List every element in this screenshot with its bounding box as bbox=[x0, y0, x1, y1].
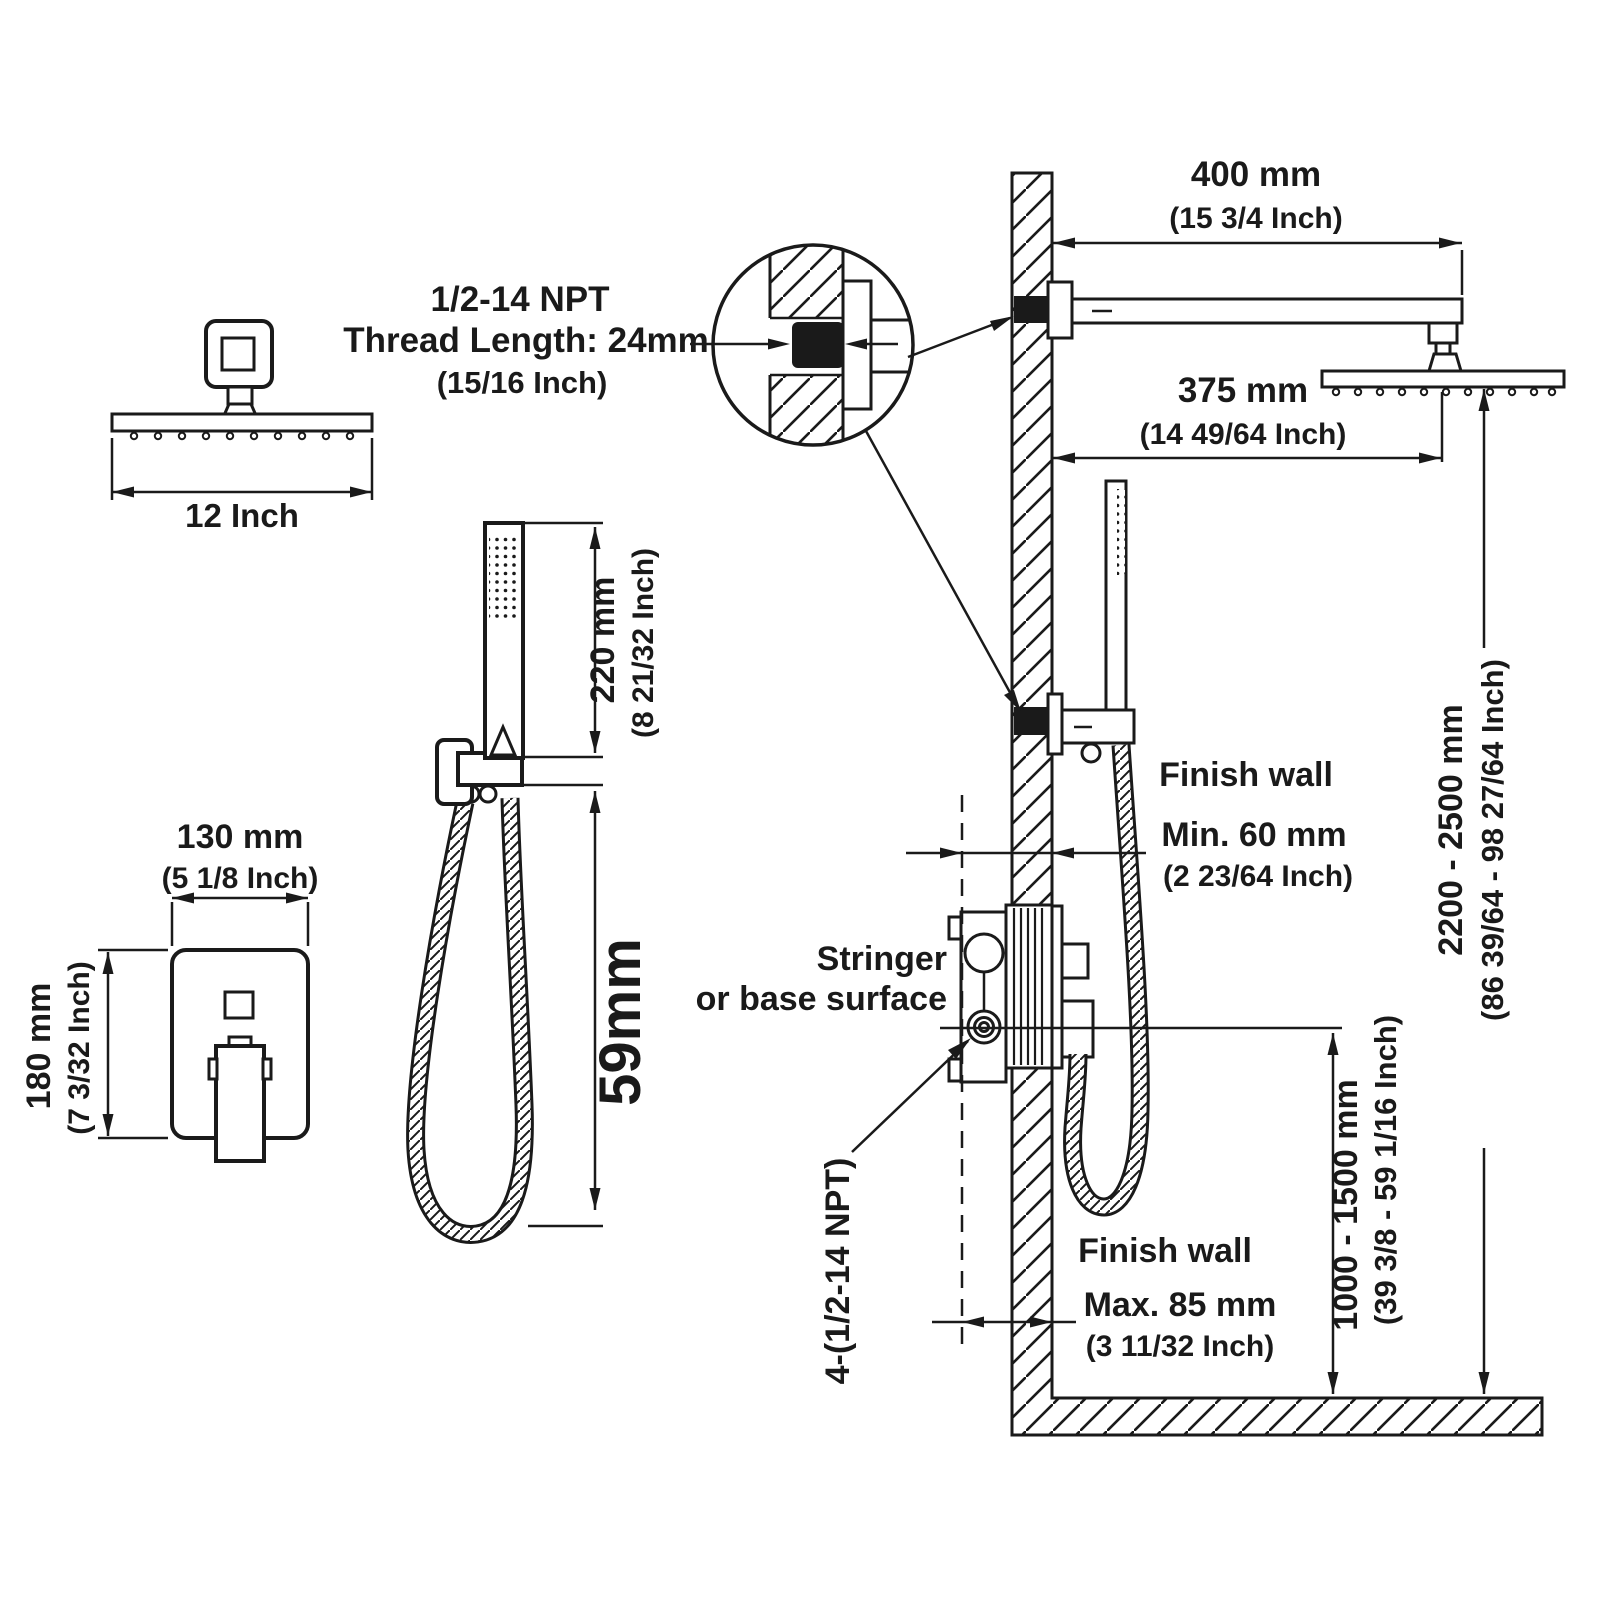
label-stringer-line1: Stringer bbox=[817, 940, 947, 978]
handle-side-nub bbox=[207, 1057, 219, 1081]
arrow bbox=[1053, 452, 1075, 464]
wand-tip-cone bbox=[488, 723, 518, 757]
arrow bbox=[172, 892, 194, 904]
wall-trim-plate bbox=[1050, 904, 1064, 1070]
valve-mount-ribs bbox=[1012, 908, 1044, 1065]
wall-and-floor-section bbox=[1010, 171, 1544, 1437]
dim-min-depth-mm: Min. 60 mm bbox=[1161, 816, 1346, 854]
detail-arm-stub bbox=[869, 318, 913, 374]
arrow bbox=[1478, 389, 1490, 411]
dim-valve-height-inch: (39 3/8 - 59 1/16 Inch) bbox=[1368, 1015, 1403, 1325]
rain-head-nozzles bbox=[1331, 387, 1557, 397]
arrow bbox=[948, 1038, 971, 1059]
lever-handle bbox=[214, 1044, 266, 1163]
dim-wand-length-inch: (8 21/32 Inch) bbox=[627, 548, 660, 738]
label-finish-wall-bottom: Finish wall bbox=[1078, 1232, 1252, 1270]
label-stringer-line2: or base surface bbox=[696, 980, 947, 1018]
thread-block bbox=[792, 322, 844, 368]
valve-tab-bottom bbox=[947, 1057, 963, 1083]
dim-trim-width-mm: 130 mm bbox=[177, 818, 304, 856]
arrow bbox=[1327, 1033, 1339, 1055]
wand-holder-arm bbox=[456, 751, 524, 787]
arrow bbox=[1419, 452, 1441, 464]
label-npt-spec-line2: Thread Length: 24mm bbox=[343, 321, 709, 360]
arrow bbox=[1052, 847, 1074, 859]
arrow bbox=[768, 338, 790, 350]
dim-trim-width-inch: (5 1/8 Inch) bbox=[162, 862, 319, 895]
hose-installed bbox=[1063, 744, 1150, 1217]
dim-arm-length-mm: 400 mm bbox=[1191, 155, 1321, 194]
dim-min-depth-inch: (2 23/64 Inch) bbox=[1163, 860, 1353, 893]
head-connector-neck bbox=[1434, 341, 1452, 356]
arm-wall-flange bbox=[1046, 280, 1074, 340]
arrow bbox=[845, 338, 867, 350]
arrow bbox=[940, 847, 962, 859]
dim-head-offset-mm: 375 mm bbox=[1178, 371, 1308, 410]
wand-spray-face bbox=[489, 533, 519, 619]
arrow bbox=[1030, 1316, 1052, 1328]
hose-connector-ball bbox=[478, 784, 498, 804]
dim-head-height-mm: 2200 - 2500 mm bbox=[1432, 704, 1470, 955]
arrow bbox=[589, 527, 601, 549]
arrow bbox=[589, 731, 601, 753]
leader-npt bbox=[851, 1040, 969, 1153]
arrow bbox=[1004, 690, 1021, 712]
head-nozzles-top-view bbox=[129, 431, 355, 441]
leader-to-holder-mount bbox=[864, 430, 1020, 708]
diverter-button bbox=[223, 990, 255, 1020]
dim-trim-height-inch: (7 3/32 Inch) bbox=[63, 961, 96, 1134]
arrow bbox=[1053, 237, 1075, 249]
valve-tab-top bbox=[947, 915, 963, 941]
dim-head-height-inch: (86 39/64 - 98 27/64 Inch) bbox=[1475, 659, 1510, 1021]
valve-cartridge bbox=[963, 932, 1005, 974]
head-cone bbox=[1426, 352, 1464, 373]
arrow bbox=[1478, 1372, 1490, 1394]
arrow bbox=[1327, 1372, 1339, 1394]
arrow bbox=[102, 1114, 114, 1136]
hose-loop bbox=[406, 797, 534, 1244]
rain-head-top-view: 12 Inch bbox=[110, 319, 374, 534]
arrow bbox=[962, 1316, 984, 1328]
upper-outlet bbox=[1060, 942, 1090, 980]
handle-side-nub bbox=[261, 1057, 273, 1081]
arrow bbox=[589, 791, 601, 813]
dim-head-offset-inch: (14 49/64 Inch) bbox=[1140, 418, 1347, 451]
dim-max-depth-mm: Max. 85 mm bbox=[1084, 1286, 1277, 1324]
head-bracket-inner bbox=[220, 336, 256, 372]
head-stem bbox=[226, 385, 254, 406]
dim-head-width: 12 Inch bbox=[185, 497, 299, 534]
arrow bbox=[350, 486, 372, 498]
dim-valve-height-mm: 1000 - 1500 mm bbox=[1327, 1079, 1365, 1330]
label-finish-wall-top: Finish wall bbox=[1159, 756, 1333, 794]
holder-body bbox=[1060, 708, 1136, 745]
arrow bbox=[286, 892, 308, 904]
arrow bbox=[1439, 237, 1461, 249]
installation-view: 400 mm (15 3/4 Inch) 375 mm (14 49/64 In… bbox=[696, 155, 1566, 1437]
label-valve-ports-npt: 4-(1/2-14 NPT) bbox=[819, 1158, 857, 1385]
shower-arm bbox=[1070, 297, 1464, 325]
dim-trim-height-mm: 180 mm bbox=[20, 983, 58, 1110]
arrow bbox=[990, 316, 1014, 331]
dim-wand-length-mm: 220 mm bbox=[584, 577, 622, 704]
dim-hose-drop: 59mm bbox=[588, 938, 653, 1106]
thread-detail-callout: 1/2-14 NPT Thread Length: 24mm (15/16 In… bbox=[343, 243, 1021, 712]
wand-spray-strip bbox=[1117, 489, 1125, 575]
holder-thread-block bbox=[1014, 707, 1050, 735]
head-connector bbox=[1427, 321, 1459, 345]
dim-arm-length-inch: (15 3/4 Inch) bbox=[1169, 202, 1342, 235]
hand-shower-view: 220 mm (8 21/32 Inch) 59mm bbox=[406, 521, 660, 1244]
label-npt-spec-line1: 1/2-14 NPT bbox=[431, 280, 610, 319]
rain-head-plate bbox=[1320, 369, 1566, 389]
holder-wall-flange bbox=[1046, 692, 1064, 756]
dim-max-depth-inch: (3 11/32 Inch) bbox=[1086, 1330, 1274, 1363]
arrow bbox=[102, 952, 114, 974]
valve-trim-view: 130 mm (5 1/8 Inch) 180 mm (7 3/32 Inch) bbox=[20, 818, 319, 1163]
arrow bbox=[589, 1188, 601, 1210]
arrow bbox=[112, 486, 134, 498]
hose-nut bbox=[1080, 742, 1102, 764]
label-npt-spec-line3: (15/16 Inch) bbox=[437, 365, 608, 400]
head-plate-side bbox=[110, 412, 374, 433]
arm-thread-block bbox=[1014, 296, 1050, 323]
